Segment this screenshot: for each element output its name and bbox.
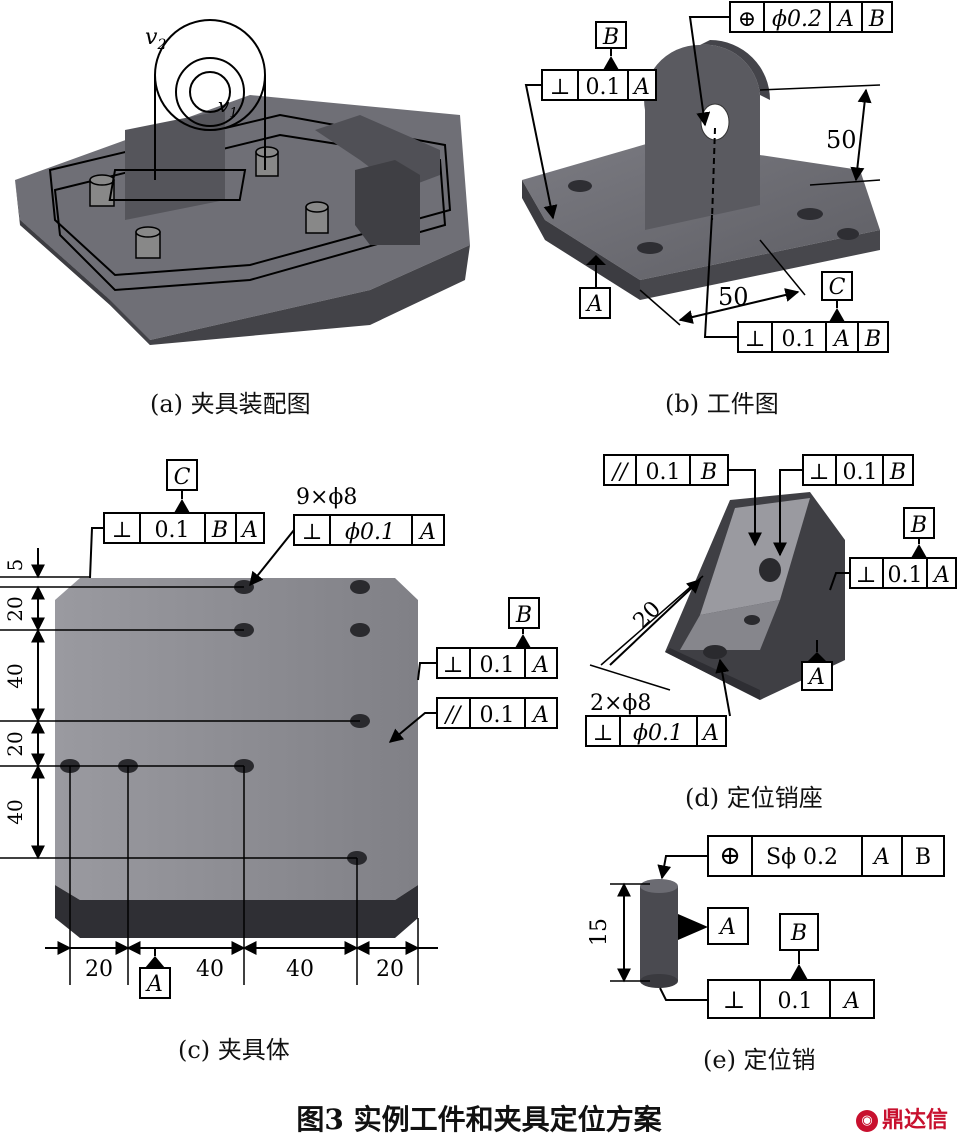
c-fcf-r2-ref: A — [531, 703, 549, 728]
e-fcf-perp-ref: A — [842, 989, 860, 1014]
d-holes-note: 2×ϕ8 — [590, 691, 651, 716]
dim-50-vertical: 50 — [826, 126, 857, 154]
d-fcf-perp-ref: B — [889, 460, 906, 485]
c-dim-h-0: 20 — [85, 957, 113, 982]
e-fcf-pos-ref1: A — [872, 845, 890, 870]
panel-b-workpiece: B ⊥ 0.1 A ⊕ ϕ0.2 A B A C ⊥ 0.1 A B 50 50 — [522, 1, 893, 353]
panel-c-fixture-body: C ⊥ 0.1 B A 9×ϕ8 ⊥ ϕ0.1 A B ⊥ 0.1 A // 0… — [0, 459, 558, 999]
c-dim-v-2: 40 — [3, 663, 27, 688]
d-fcf-par-tol: 0.1 — [646, 460, 681, 485]
e-fcf-pos-sym: ⊕ — [719, 841, 741, 871]
d-dim-20: 20 — [629, 597, 666, 634]
v1-label: v1 — [218, 93, 238, 121]
c-fcf-holes-sym: ⊥ — [302, 520, 323, 545]
watermark-logo-icon: ◉ — [855, 1110, 878, 1132]
panel-d-pin-seat: // 0.1 B ⊥ 0.1 B B ⊥ 0.1 A 20 A 2×ϕ8 ⊥ ϕ… — [585, 454, 957, 747]
c-dim-v-3: 20 — [3, 731, 27, 756]
panel-e-pin: ⊕ Sϕ 0.2 A B A B 15 ⊥ 0.1 A — [587, 835, 945, 1019]
c-dim-v-0: 5 — [3, 559, 27, 572]
c-fcf-r1-tol: 0.1 — [480, 653, 515, 678]
fcf-bot-tol: 0.1 — [782, 327, 817, 352]
d-fcf-holes-sym: ⊥ — [593, 721, 614, 746]
e-dim-15: 15 — [587, 918, 612, 946]
dim-50-horizontal: 50 — [718, 283, 749, 311]
fcf-top-tol: 0.1 — [586, 75, 621, 100]
datum-a: A — [585, 292, 603, 317]
c-fcf-r2-sym: // — [444, 703, 463, 728]
panel-a-assembly: v2 v1 — [15, 19, 470, 345]
plate-side — [110, 245, 470, 345]
caption-a: (a) 夹具装配图 — [150, 390, 311, 418]
datum-c: C — [829, 275, 846, 300]
c-fcf-top-ref2: A — [240, 518, 258, 543]
datum-b: B — [602, 25, 619, 50]
fcf-pos-ref1: A — [836, 7, 854, 32]
c-dim-h-3: 20 — [376, 957, 404, 982]
fcf-bot-ref1: A — [832, 327, 850, 352]
c-holes-note: 9×ϕ8 — [296, 485, 357, 510]
fcf-pos-ref2: B — [868, 7, 885, 32]
c-fcf-top-tol: 0.1 — [155, 518, 190, 543]
d-fcf-par-sym: // — [611, 460, 630, 485]
figure-title: 图3 实例工件和夹具定位方案 — [296, 1103, 662, 1136]
c-fcf-r2-tol: 0.1 — [480, 703, 515, 728]
caption-b: (b) 工件图 — [665, 390, 779, 418]
c-datum-a: A — [145, 972, 163, 997]
e-fcf-pos-ref2: B — [915, 845, 931, 870]
d-datum-b: B — [910, 513, 927, 538]
caption-d: (d) 定位销座 — [685, 784, 823, 812]
d-fcf-perp-sym: ⊥ — [809, 460, 830, 485]
d-fcf-right-tol: 0.1 — [888, 563, 923, 588]
e-fcf-perp-tol: 0.1 — [778, 989, 813, 1014]
e-fcf-perp-sym: ⊥ — [723, 986, 746, 1014]
fcf-pos-tol: ϕ0.2 — [772, 7, 822, 32]
c-fcf-holes-ref: A — [418, 520, 436, 545]
fcf-bot-ref2: B — [864, 327, 881, 352]
c-dim-v-4: 40 — [3, 799, 27, 824]
d-fcf-holes-ref: A — [701, 721, 719, 746]
e-datum-a: A — [718, 915, 736, 940]
fcf-pos-sym: ⊕ — [738, 7, 756, 32]
d-fcf-par-ref: B — [700, 460, 717, 485]
fcf-top-ref: A — [632, 75, 650, 100]
v2-label: v2 — [145, 25, 166, 53]
watermark: ◉鼎达信 — [855, 1102, 948, 1134]
d-datum-a: A — [807, 665, 825, 690]
d-fcf-right-ref: A — [932, 563, 950, 588]
c-fcf-holes-tol: ϕ0.1 — [345, 520, 395, 545]
caption-e: (e) 定位销 — [703, 1046, 816, 1074]
d-fcf-perp-tol: 0.1 — [843, 460, 878, 485]
d-fcf-right-sym: ⊥ — [856, 563, 877, 588]
watermark-text: 鼎达信 — [881, 1108, 948, 1133]
c-dim-v-1: 20 — [3, 596, 27, 621]
c-fcf-top-sym: ⊥ — [112, 518, 133, 543]
caption-c: (c) 夹具体 — [178, 1036, 290, 1064]
c-dim-h-2: 40 — [286, 957, 314, 982]
c-datum-c: C — [174, 465, 191, 490]
c-fcf-top-ref1: B — [211, 518, 228, 543]
fcf-top-sym: ⊥ — [550, 75, 571, 100]
c-fcf-r1-ref: A — [531, 653, 549, 678]
d-fcf-holes-tol: ϕ0.1 — [633, 721, 683, 746]
fcf-bot-sym: ⊥ — [745, 327, 766, 352]
c-fcf-r1-sym: ⊥ — [443, 653, 464, 678]
e-fcf-pos-tol: Sϕ 0.2 — [766, 845, 838, 870]
c-datum-b: B — [515, 603, 532, 628]
c-dim-h-1: 40 — [196, 957, 224, 982]
e-datum-b: B — [790, 921, 807, 946]
